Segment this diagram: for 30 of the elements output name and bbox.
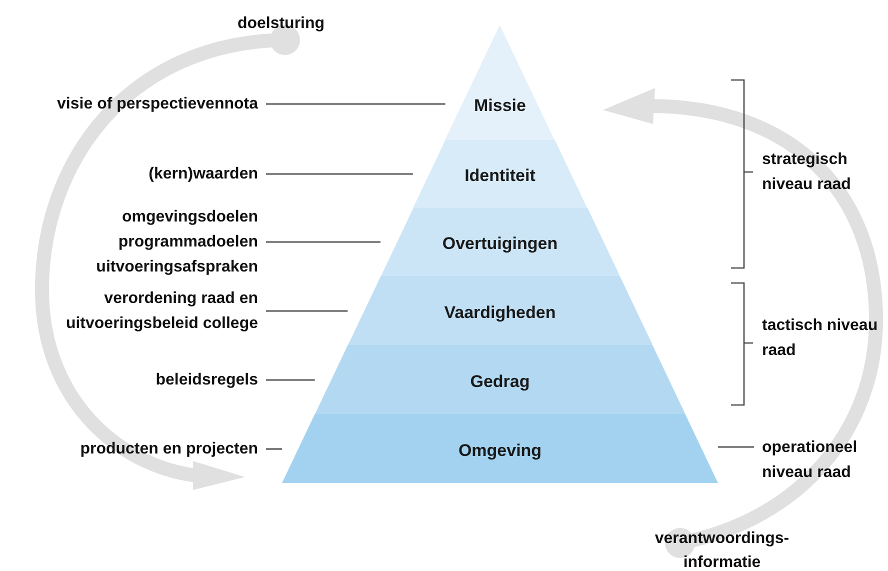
annotation-label: omgevingsdoelen programmadoelen uitvoeringsafspraken	[8, 204, 258, 280]
leader-line	[266, 310, 348, 312]
annotation-label: tactisch niveau raad	[762, 313, 882, 363]
leader-line	[266, 241, 381, 243]
pyramid-layer	[348, 276, 652, 345]
layer-label: Gedrag	[470, 372, 530, 392]
annotation-label: (kern)waarden	[8, 162, 258, 186]
annotation-label: operationeel niveau raad	[762, 435, 882, 485]
layer-label: Overtuigingen	[442, 234, 558, 254]
pyramid-layer	[412, 140, 588, 208]
layer-label: Identiteit	[464, 166, 536, 186]
annotation-label: visie of perspectievennota	[8, 92, 258, 116]
cycle-label: verantwoordings-informatie	[654, 529, 790, 571]
annotation-label: verordening raad en uitvoeringsbeleid college	[8, 286, 258, 336]
leader-line	[266, 103, 446, 105]
pyramid-layer	[380, 208, 620, 276]
leader-line	[266, 173, 413, 175]
annotation-label: producten en projecten	[8, 436, 258, 462]
leader-line	[266, 379, 315, 381]
annotation-label: strategisch niveau raad	[762, 147, 882, 197]
annotation-label: beleidsregels	[8, 368, 258, 392]
layer-label: Missie	[474, 96, 526, 116]
pyramid-layer	[282, 414, 718, 483]
layer-label: Vaardigheden	[444, 303, 556, 323]
layer-label: Omgeving	[458, 441, 542, 461]
leader-line	[266, 448, 282, 450]
leader-line	[718, 446, 754, 448]
cycle-label: doelsturing	[236, 14, 326, 34]
pyramid-layer	[445, 25, 555, 140]
pyramid-layer	[314, 345, 686, 414]
